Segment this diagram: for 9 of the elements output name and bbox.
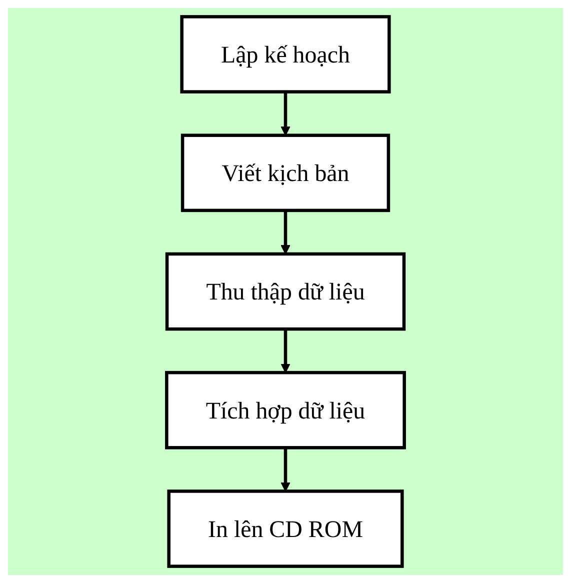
arrow	[280, 210, 290, 254]
process-box: Tích hợp dữ liệu	[165, 370, 406, 450]
process-box: In lên CD ROM	[167, 490, 404, 568]
arrow	[280, 448, 290, 492]
arrow	[280, 92, 290, 136]
process-box: Lập kế hoạch	[180, 15, 391, 94]
arrow	[280, 329, 290, 374]
process-box: Viết kịch bản	[180, 134, 390, 212]
process-box: Thu thập dữ liệu	[165, 252, 406, 331]
